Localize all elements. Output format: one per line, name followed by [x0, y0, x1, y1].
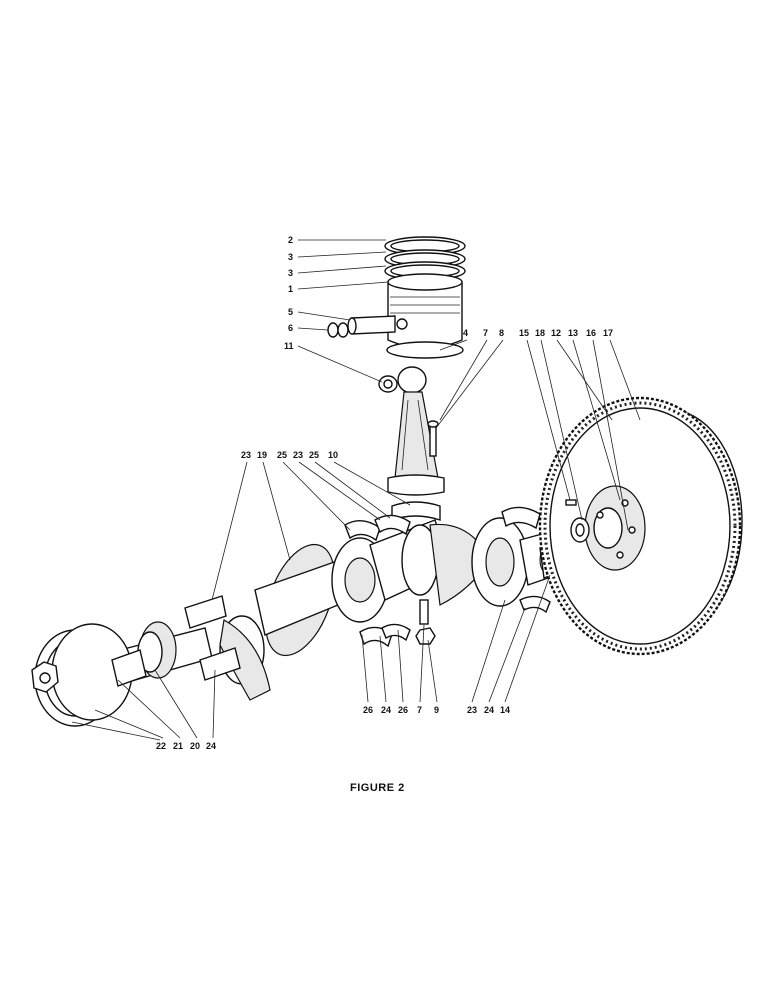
callout-3: 3 [288, 268, 293, 278]
callout-6: 6 [288, 323, 293, 333]
piston [387, 273, 463, 349]
figure-caption: FIGURE 2 [350, 782, 405, 794]
callout-14: 14 [500, 705, 510, 715]
callout-9: 9 [434, 705, 439, 715]
callout-20: 20 [190, 741, 200, 751]
callout-23: 23 [293, 450, 303, 460]
callout-5: 5 [288, 307, 293, 317]
callout-17: 17 [603, 328, 613, 338]
callout-7: 7 [417, 705, 422, 715]
callout-23: 23 [467, 705, 477, 715]
crankshaft [119, 517, 586, 701]
conrod-bolt [427, 420, 439, 457]
callout-26: 26 [398, 705, 408, 715]
callout-22: 22 [156, 741, 166, 751]
callout-1: 1 [288, 284, 293, 294]
callout-10: 10 [328, 450, 338, 460]
crankshaft-pulley [34, 623, 133, 727]
callout-16: 16 [586, 328, 596, 338]
main-bearing-shell-front [184, 595, 227, 629]
spigot-bearing [570, 517, 590, 543]
flywheel-ring-gear [543, 401, 737, 651]
flywheel-dowel [565, 499, 577, 506]
connecting-rod [387, 366, 445, 496]
main-bearing-shell-rear [501, 506, 551, 614]
main-bearing-shell-front-lower [199, 647, 241, 681]
callout-labels: 2 3 3 1 5 6 11 4 7 8 15 18 12 13 16 17 2… [156, 235, 613, 751]
piston-pin [347, 315, 396, 335]
callout-19: 19 [257, 450, 267, 460]
callout-8: 8 [499, 328, 504, 338]
callout-12: 12 [551, 328, 561, 338]
crankshaft-timing-gear [137, 621, 177, 679]
flywheel-bolts [596, 499, 636, 559]
callout-25: 25 [277, 450, 287, 460]
callout-4: 4 [463, 328, 468, 338]
main-bearing-bolt-nut [415, 599, 436, 645]
callout-25: 25 [309, 450, 319, 460]
callout-26: 26 [363, 705, 373, 715]
callout-13: 13 [568, 328, 578, 338]
callout-24: 24 [206, 741, 216, 751]
flywheel [538, 396, 743, 656]
callout-7: 7 [483, 328, 488, 338]
callout-21: 21 [173, 741, 183, 751]
callout-11: 11 [284, 341, 294, 351]
callout-24: 24 [381, 705, 391, 715]
pulley-nut [31, 661, 59, 693]
callout-2: 2 [288, 235, 293, 245]
leader-lines [71, 239, 641, 741]
callout-3: 3 [288, 252, 293, 262]
piston-ring-bottom [386, 341, 464, 359]
callout-23: 23 [241, 450, 251, 460]
piston-pin-circlips [327, 322, 349, 338]
callout-24: 24 [484, 705, 494, 715]
callout-18: 18 [535, 328, 545, 338]
pulley-hub [111, 649, 147, 687]
main-bearing-shell-centre [344, 514, 411, 648]
callout-15: 15 [519, 328, 529, 338]
small-end-bush [378, 375, 398, 393]
